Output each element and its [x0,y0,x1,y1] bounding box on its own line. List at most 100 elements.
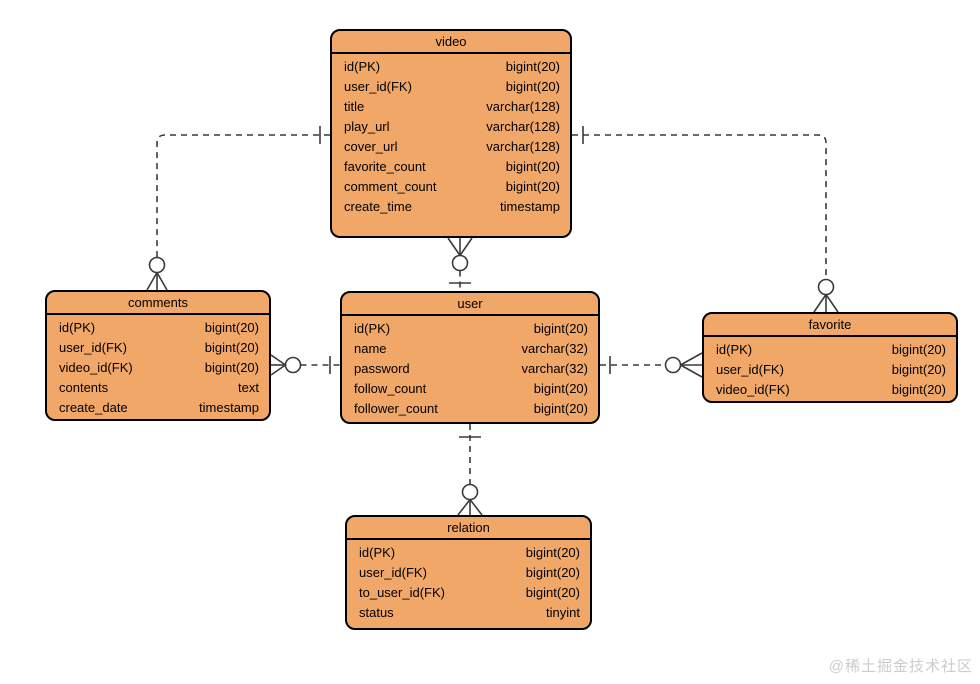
field-name: play_url [344,119,390,134]
relationship-video-user [447,237,473,291]
field-type: varchar(128) [486,139,560,154]
field-type: bigint(20) [204,360,259,375]
field-type: varchar(32) [521,361,588,376]
field-row: id(PK) bigint(20) [47,318,269,338]
field-type: text [238,380,259,395]
field-row: to_user_id(FK) bigint(20) [347,583,590,603]
entity-field-list: id(PK)bigint(20)user_id(FK)bigint(20)vid… [704,337,956,400]
field-name: favorite_count [344,159,426,174]
zero-ring-icon [664,356,682,374]
field-type: bigint(20) [204,320,259,335]
field-row: user_id(FK) bigint(20) [347,563,590,583]
field-type: timestamp [199,400,259,415]
watermark-text: @稀土掘金技术社区 [828,658,973,675]
entity-title: video [332,31,570,54]
field-row: create_time timestamp [332,197,570,217]
field-name: id(PK) [59,320,96,335]
field-row: user_id(FK) bigint(20) [704,360,956,380]
field-row: status tinyint [347,603,590,623]
field-type: bigint(20) [525,565,580,580]
field-row: play_url varchar(128) [332,117,570,137]
field-row: favorite_count bigint(20) [332,157,570,177]
relationship-user-favorite [600,352,703,378]
field-name: comment_count [344,179,437,194]
field-row: contents text [47,378,269,398]
relationship-video-comments [146,126,330,291]
field-name: contents [59,380,109,395]
entity-title: user [342,293,598,316]
field-row: id(PK) bigint(20) [332,57,570,77]
field-type: bigint(20) [525,585,580,600]
field-row: title varchar(128) [332,97,570,117]
field-name: cover_url [344,139,398,154]
field-row: id(PK) bigint(20) [342,319,598,339]
field-type: varchar(128) [486,99,560,114]
field-type: bigint(20) [505,59,560,74]
entity-field-list: id(PK)bigint(20)user_id(FK)bigint(20)vid… [47,315,269,418]
zero-ring-icon [817,278,835,296]
field-type: varchar(128) [486,119,560,134]
field-row: video_id(FK) bigint(20) [704,380,956,400]
field-row: video_id(FK) bigint(20) [47,358,269,378]
field-type: tinyint [546,605,580,620]
field-type: bigint(20) [533,401,588,416]
field-name: user_id(FK) [344,79,412,94]
relationship-user-relation [457,424,483,516]
field-row: name varchar(32) [342,339,598,359]
field-row: id(PK) bigint(20) [347,543,590,563]
entity-field-list: id(PK) bigint(20) user_id(FK) bigint(20) tit… [332,54,570,217]
zero-ring-icon [148,256,166,274]
field-name: id(PK) [344,59,381,74]
field-name: create_date [59,400,128,415]
field-name: title [344,99,365,114]
field-name: id(PK) [359,545,396,560]
field-name: to_user_id(FK) [359,585,445,600]
field-type: bigint(20) [505,179,560,194]
field-type: varchar(32) [521,341,588,356]
field-type: bigint(20) [505,159,560,174]
field-type: bigint(20) [525,545,580,560]
entity-title: comments [47,292,269,315]
field-type: bigint(20) [891,342,946,357]
entity-table-video: video id(PK) bigint(20) user_id(FK) bigint(2… [330,29,572,238]
field-name: user_id(FK) [716,362,784,377]
relationship-comments-user [270,354,340,376]
field-type: bigint(20) [505,79,560,94]
field-name: name [354,341,387,356]
field-row: password varchar(32) [342,359,598,379]
field-row: follow_count bigint(20) [342,379,598,399]
field-row: user_id(FK) bigint(20) [332,77,570,97]
field-row: user_id(FK) bigint(20) [47,338,269,358]
field-name: follow_count [354,381,427,396]
field-type: bigint(20) [533,381,588,396]
field-row: cover_url varchar(128) [332,137,570,157]
field-row: create_date timestamp [47,398,269,418]
field-name: user_id(FK) [59,340,127,355]
field-row: comment_count bigint(20) [332,177,570,197]
field-name: status [359,605,394,620]
field-name: user_id(FK) [359,565,427,580]
field-name: video_id(FK) [716,382,790,397]
field-name: video_id(FK) [59,360,133,375]
field-type: bigint(20) [533,321,588,336]
zero-ring-icon [461,483,479,501]
field-type: bigint(20) [891,362,946,377]
field-name: id(PK) [354,321,391,336]
relationship-video-favorite [572,126,839,313]
entity-field-list: id(PK)bigint(20)user_id(FK)bigint(20)to_… [347,540,590,623]
field-row: id(PK) bigint(20) [704,340,956,360]
relationship-wire [572,134,827,280]
field-name: follower_count [354,401,438,416]
field-type: bigint(20) [891,382,946,397]
field-name: create_time [344,199,412,214]
field-type: bigint(20) [204,340,259,355]
field-name: password [354,361,410,376]
field-type: timestamp [500,199,560,214]
field-name: id(PK) [716,342,753,357]
